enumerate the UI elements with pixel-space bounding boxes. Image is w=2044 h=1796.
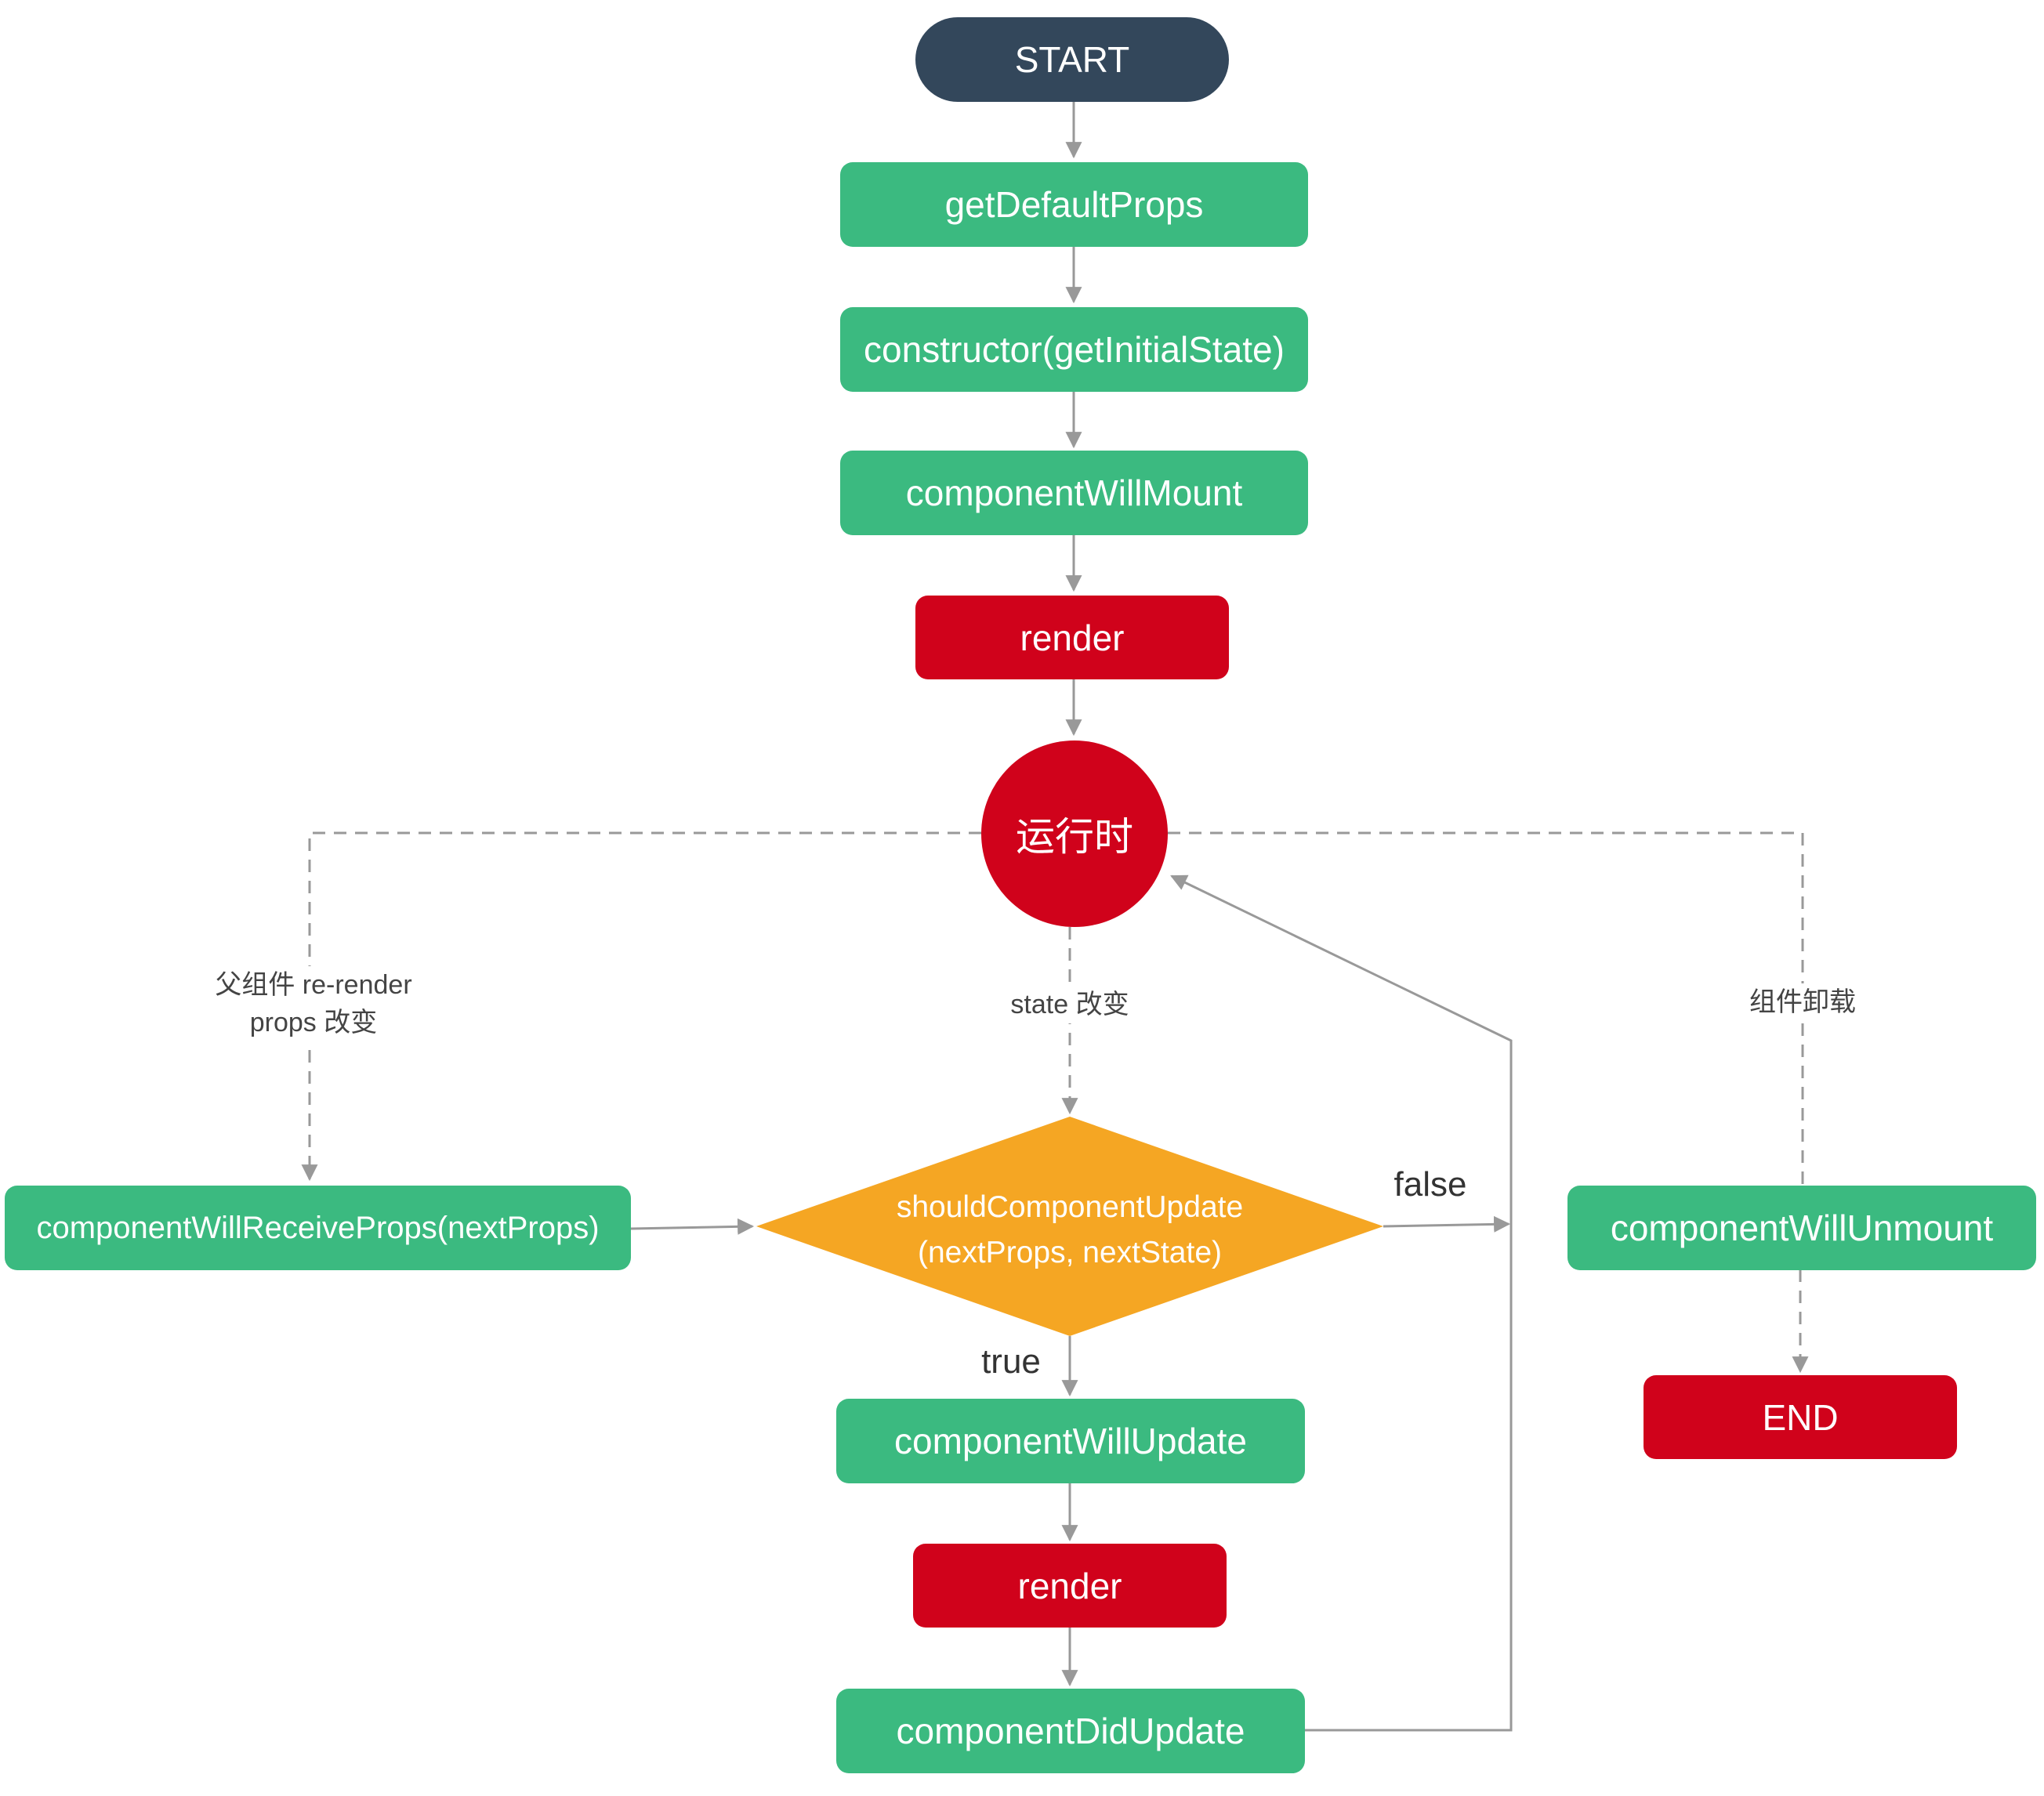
- parent-rerender-line2: props 改变: [249, 1008, 378, 1037]
- componentwillupdate-node: componentWillUpdate: [836, 1399, 1305, 1483]
- componentwillmount-node: componentWillMount: [840, 451, 1308, 535]
- false-label: false: [1393, 1165, 1467, 1204]
- edge-runtime-to-receiveprops: [301, 831, 981, 1182]
- shouldcomponentupdate-line1: shouldComponentUpdate: [896, 1190, 1244, 1224]
- edge-runtime-to-willunmount: [1168, 831, 1804, 1186]
- edge-shouldupdate-false: [1383, 1215, 1511, 1233]
- edge-receiveprops-to-shouldupdate: [630, 1218, 755, 1235]
- render-node-update: render: [913, 1544, 1227, 1628]
- decision-diamond: [756, 1117, 1383, 1336]
- componentwillunmount-node: componentWillUnmount: [1567, 1186, 2036, 1270]
- getdefaultprops-node: getDefaultProps: [840, 162, 1308, 247]
- constructor-node: constructor(getInitialState): [840, 307, 1308, 392]
- start-node: START: [915, 17, 1229, 102]
- end-node: END: [1644, 1375, 1957, 1459]
- true-label: true: [981, 1342, 1041, 1381]
- edge-didupdate-to-runtime: [1170, 874, 1513, 1732]
- componentwillreceiveprops-node: componentWillReceiveProps(nextProps): [5, 1186, 631, 1270]
- parent-rerender-label: 父组件 re-render props 改变: [157, 966, 470, 1041]
- render-node-initial: render: [915, 596, 1229, 679]
- shouldcomponentupdate-text: shouldComponentUpdate (nextProps, nextSt…: [835, 1185, 1305, 1276]
- componentdidupdate-node: componentDidUpdate: [836, 1689, 1305, 1773]
- state-change-label: state 改变: [952, 986, 1187, 1023]
- shouldcomponentupdate-line2: (nextProps, nextState): [917, 1236, 1223, 1269]
- parent-rerender-line1: 父组件 re-render: [215, 970, 412, 1000]
- runtime-node: 运行时: [981, 740, 1168, 927]
- unmount-label: 组件卸载: [1685, 983, 1920, 1021]
